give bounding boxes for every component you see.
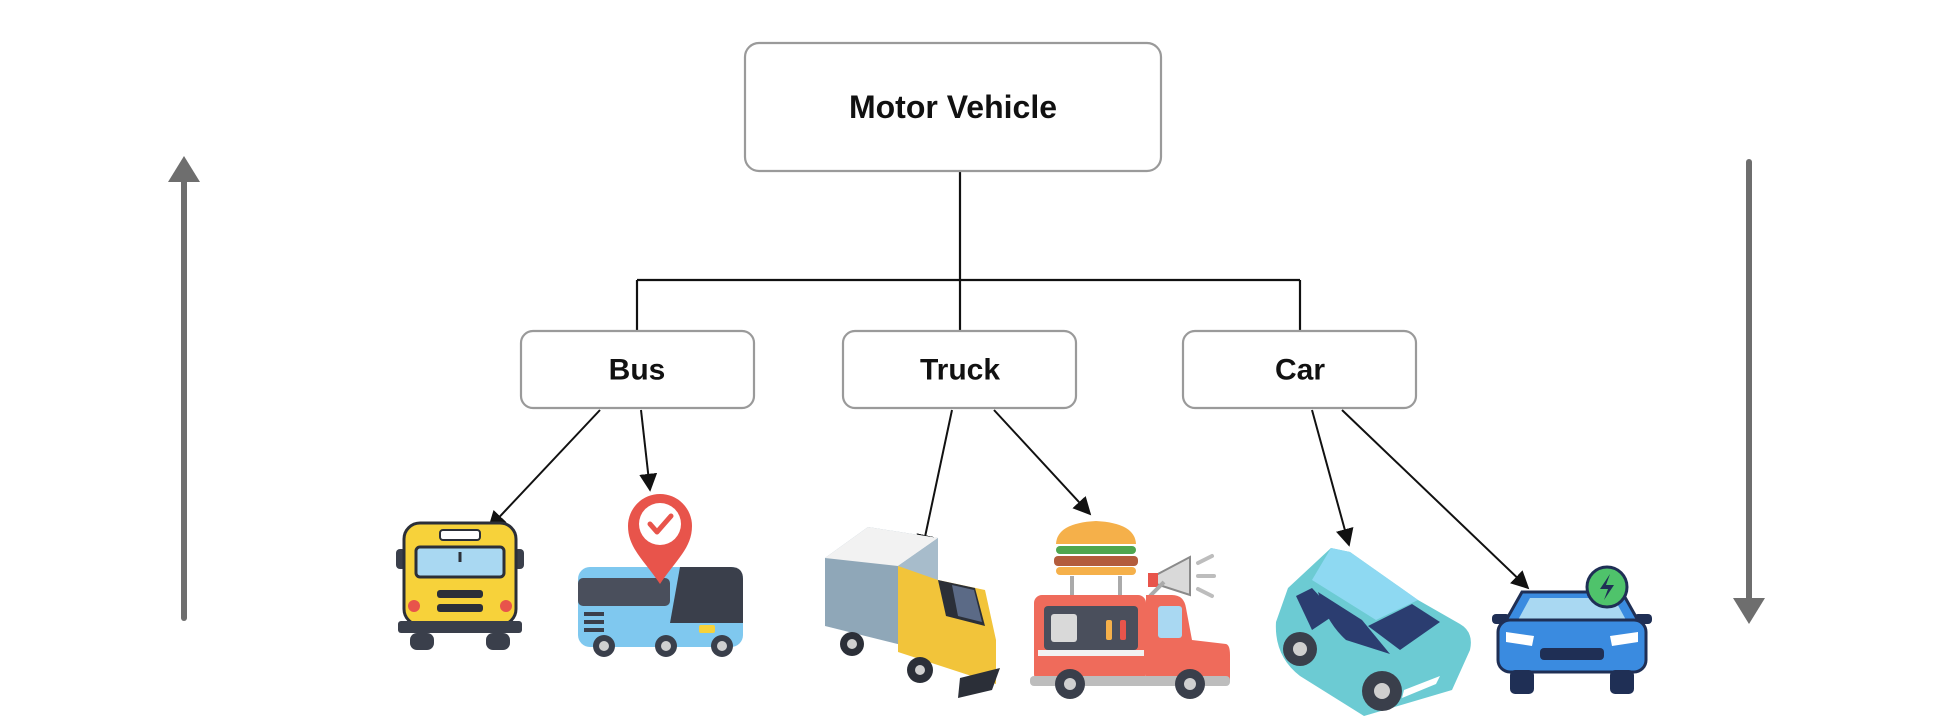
tree-connectors xyxy=(635,171,1302,331)
arrow-car-to-electric-car xyxy=(1341,409,1530,590)
hatchback-car-icon xyxy=(1275,548,1471,716)
root-label: Motor Vehicle xyxy=(849,89,1057,125)
category-node-bus: Bus xyxy=(519,329,756,410)
left-up-arrow xyxy=(168,156,200,621)
arrow-bus-to-school-bus xyxy=(487,409,601,530)
category-node-car: Car xyxy=(1181,329,1418,410)
arrow-car-to-hatchback xyxy=(1311,409,1354,547)
root-node: Motor Vehicle xyxy=(743,41,1163,173)
right-down-arrow xyxy=(1733,159,1765,624)
icon-arrows xyxy=(487,409,1530,590)
category-node-truck: Truck xyxy=(841,329,1078,410)
electric-car-icon xyxy=(1492,565,1652,694)
food-truck-icon xyxy=(1030,521,1230,699)
category-label-truck: Truck xyxy=(920,354,1000,387)
arrow-bus-to-city-bus xyxy=(639,409,658,492)
school-bus-icon xyxy=(396,521,524,650)
category-label-bus: Bus xyxy=(609,354,666,387)
bus-location-icon xyxy=(578,494,743,657)
category-label-car: Car xyxy=(1275,354,1325,387)
delivery-truck-icon xyxy=(825,527,1000,698)
arrow-truck-to-delivery-truck xyxy=(916,409,953,553)
arrow-truck-to-food-truck xyxy=(993,409,1092,516)
